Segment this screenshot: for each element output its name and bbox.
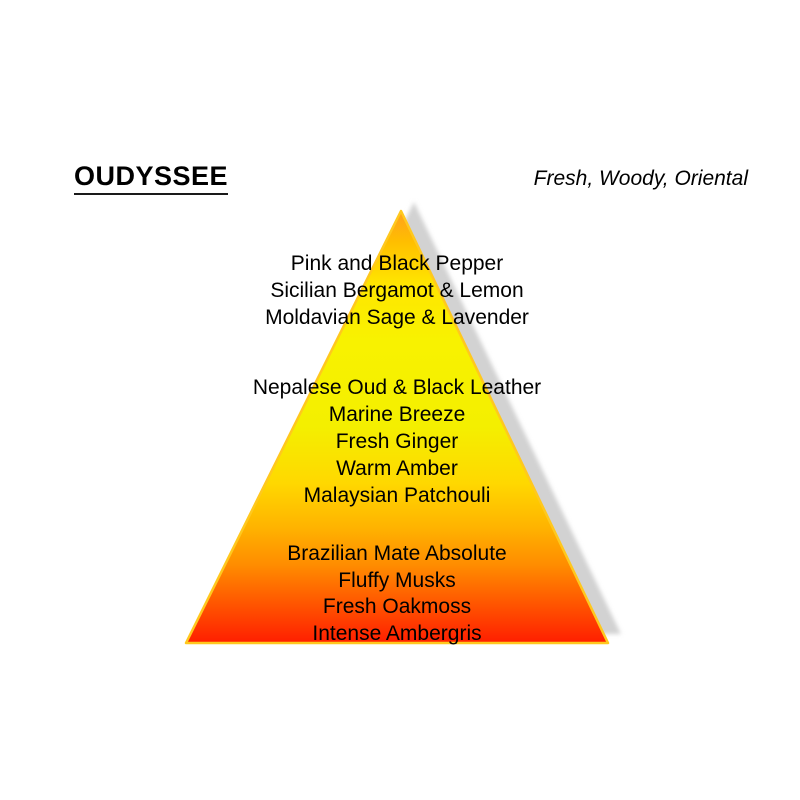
note-line: Fresh Ginger [335, 430, 459, 453]
accords-text: Fresh, Woody, Oriental [533, 167, 748, 190]
note-line: Warm Amber [336, 457, 458, 480]
note-line: Sicilian Bergamot & Lemon [270, 279, 524, 302]
note-line: Malaysian Patchouli [303, 484, 491, 507]
page-title: OUDYSSEE [74, 161, 229, 195]
note-line: Pink and Black Pepper [290, 252, 504, 275]
note-line: Nepalese Oud & Black Leather [252, 376, 542, 399]
note-line: Fluffy Musks [338, 568, 456, 592]
note-line: Intense Ambergris [312, 621, 482, 645]
note-line: Marine Breeze [328, 403, 466, 426]
note-line: Moldavian Sage & Lavender [265, 306, 529, 329]
pyramid-shape [184, 209, 610, 645]
note-line: Brazilian Mate Absolute [287, 542, 507, 565]
note-line: Fresh Oakmoss [322, 595, 472, 618]
